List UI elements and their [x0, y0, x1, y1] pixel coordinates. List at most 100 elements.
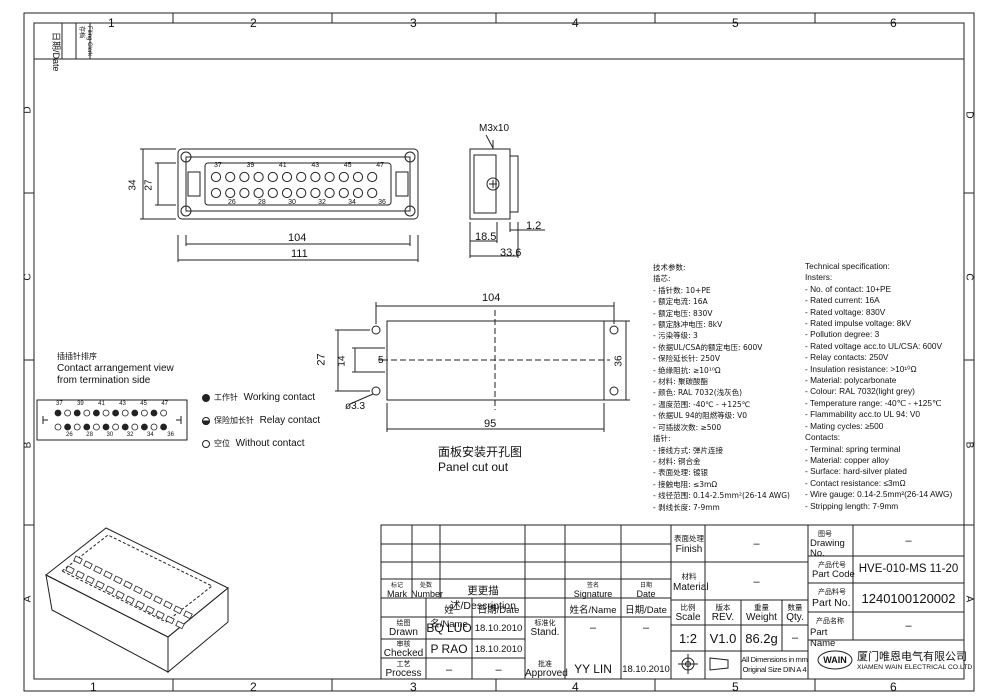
front-pin-label: 39: [246, 162, 255, 169]
front-pin-hole: [296, 187, 307, 199]
company-name-en: XIAMEN WAIN ELECTRICAL CO.LTD: [857, 664, 973, 671]
number-label: Number: [411, 589, 444, 599]
front-pin-hole: [338, 171, 349, 183]
weight-en: Weight: [746, 612, 777, 623]
date-header: 日期/Date: [477, 605, 520, 616]
iso-pin: [153, 595, 163, 605]
iso-pin: [103, 570, 113, 580]
front-pin-hole: [281, 171, 293, 183]
drawn-en: Drawn: [389, 627, 418, 638]
spec-en-line: - No. of contact: 10+PE: [805, 283, 892, 294]
spec-en-line: - Pollution degree: 3: [805, 329, 880, 340]
iso-pin: [143, 590, 153, 600]
legend-without-cn: 空位: [214, 439, 230, 448]
qty-cn: 数量: [787, 603, 803, 612]
col-label-1-bottom: 1: [90, 680, 97, 694]
spec-en-line: - Rated impulse voltage: 8kV: [805, 318, 912, 329]
spec-en-line: - Temperature range: -40℃ - +125℃: [805, 397, 942, 408]
stand-name: –: [589, 622, 597, 634]
arrangement-pin: [73, 423, 81, 431]
iso-pin: [183, 610, 193, 620]
front-pin-label: 34: [348, 199, 356, 206]
front-pin-label: 32: [318, 199, 326, 206]
dim-18-5: 18.5: [475, 231, 497, 243]
front-pin-hole: [324, 171, 335, 183]
iso-pin: [115, 590, 125, 600]
front-pin-label: 37: [214, 162, 222, 169]
date-cn: 日期: [639, 582, 652, 589]
checked-date: 18.10.2010: [474, 644, 523, 655]
signature-label: Signature: [573, 589, 613, 599]
front-pin-hole: [225, 187, 236, 199]
material-en: Material: [673, 582, 709, 593]
spec-en-line: - Material: polycarbonate: [805, 375, 897, 386]
iso-pin: [85, 575, 95, 585]
front-pin-hole: [352, 187, 364, 199]
screw-label: M3x10: [479, 123, 510, 134]
spec-cn-line: - 材料: 铜合金: [653, 456, 701, 466]
iso-pin: [163, 600, 173, 610]
spec-cn-line: - 可插拔次数: ≥500: [653, 422, 722, 432]
front-pin-hole: [253, 187, 264, 199]
weight-cn: 重量: [754, 603, 769, 612]
panel-dim-5: 5: [378, 355, 384, 366]
arr-pin-label: 28: [86, 432, 93, 438]
weight-value: 86.2g: [745, 631, 778, 646]
arrangement-pin: [93, 409, 100, 417]
panel-dim-hole: ø3.3: [345, 401, 366, 412]
front-pin-hole: [239, 171, 250, 183]
spec-cn-line: - 污染等级: 3: [653, 331, 698, 341]
process-name: –: [445, 664, 453, 676]
front-pin-hole: [281, 187, 293, 199]
arr-pin-label: 39: [77, 401, 84, 407]
spec-en-line: - Insulation resistance: >10¹⁰Ω: [805, 363, 917, 374]
stand-cn: 标准化: [534, 619, 556, 627]
spec-en-line: - Flammability acc.to UL 94: V0: [805, 409, 920, 420]
qty-en: Qty.: [786, 612, 804, 623]
arrangement-pin: [93, 423, 100, 431]
arrangement-pin: [73, 409, 81, 417]
spec-en-line: - Relay contacts: 250V: [805, 352, 889, 363]
arr-pin-label: 32: [126, 432, 134, 438]
checked-en: Checked: [383, 648, 424, 659]
drawing-no-cn: 图号: [818, 530, 832, 538]
front-pin-hole: [296, 171, 307, 183]
legend-working-cn: 工作针: [214, 393, 238, 402]
scale-value: 1:2: [678, 631, 698, 646]
iso-pin: [173, 605, 183, 615]
arrangement-title-cn: 插插针排序: [57, 352, 97, 361]
arr-pin-label: 45: [140, 401, 147, 407]
arrangement-pin: [54, 423, 62, 431]
qty-value: –: [791, 632, 799, 644]
arrangement-pin: [160, 409, 168, 417]
arrangement-pin: [131, 423, 139, 431]
spec-cn-line: - 依据UL/CSA的额定电压: 600V: [653, 342, 763, 352]
arr-pin-label: 37: [56, 401, 63, 407]
finish-en: Finish: [675, 544, 703, 555]
finish-cn: 表面处理: [674, 534, 704, 543]
arr-pin-label: 36: [167, 432, 174, 438]
spec-en-line: - Colour: RAL 7032(light grey): [805, 386, 915, 397]
iso-pin: [135, 600, 145, 610]
legend-relay-cn: 保险加长针: [214, 416, 254, 425]
iso-pin: [133, 585, 143, 595]
dim-104: 104: [288, 232, 307, 244]
front-pin-label: 41: [278, 162, 287, 169]
process-date: –: [495, 664, 502, 676]
drawn-cn: 绘图: [396, 619, 411, 627]
arr-pin-label: 30: [106, 432, 114, 438]
part-code-cn: 产品代号: [818, 561, 846, 569]
